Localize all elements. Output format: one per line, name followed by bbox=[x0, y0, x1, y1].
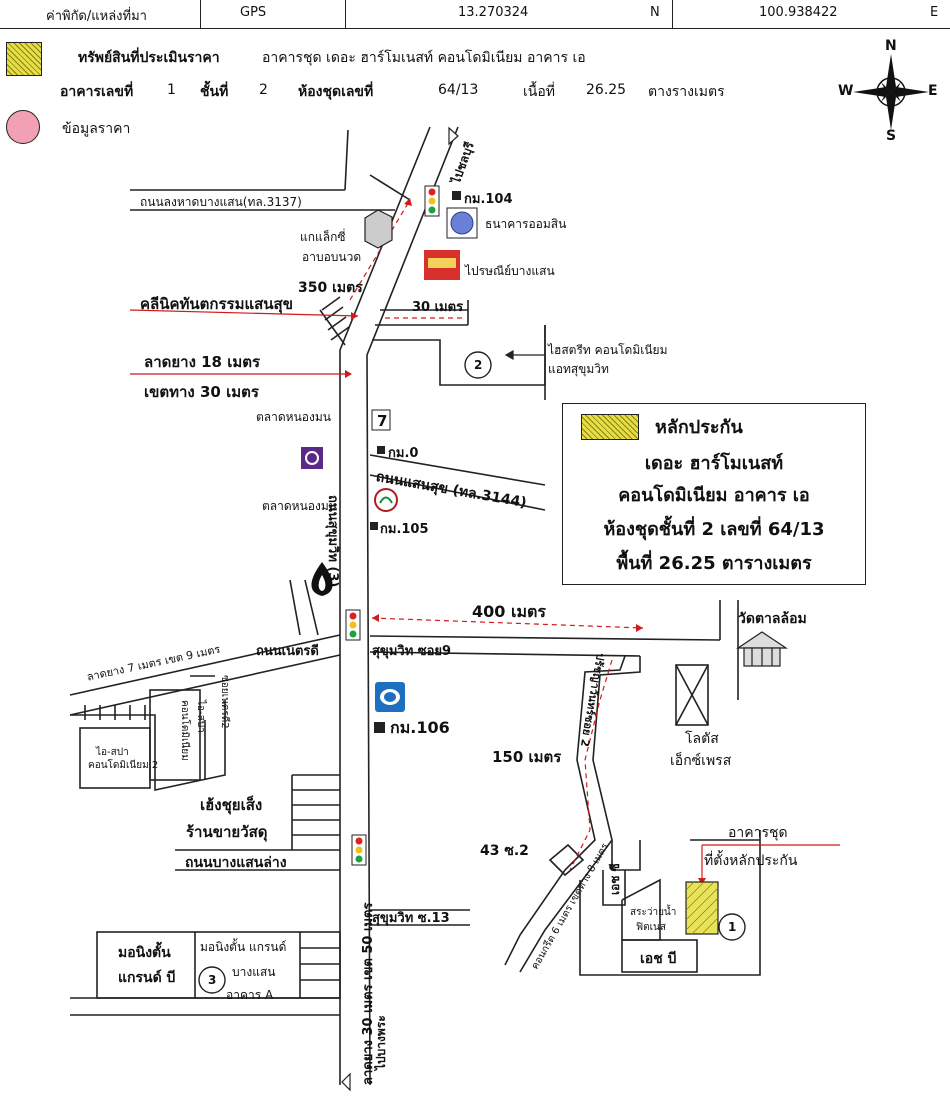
landmark-label: อาคาร A bbox=[226, 988, 274, 1002]
distance-label: 350 เมตร bbox=[298, 280, 363, 296]
legend-line: ห้องชุดชั้นที่ 2 เลขที่ 64/13 bbox=[603, 519, 825, 540]
compass-s: S bbox=[886, 128, 897, 144]
road-label: สุขุมวิท ซ.13 bbox=[372, 911, 450, 926]
building-icon bbox=[364, 209, 393, 249]
km-post-label: กม.0 bbox=[388, 446, 419, 461]
landmark-label: อาคารชุด bbox=[728, 825, 788, 841]
area-value: 26.25 bbox=[586, 82, 627, 98]
landmark-label: สระว่ายน้ำ bbox=[630, 907, 677, 918]
unit-value: 64/13 bbox=[438, 82, 479, 98]
landmark-label: ฟิตเนส bbox=[636, 922, 666, 933]
scb-bank-icon bbox=[301, 447, 323, 469]
building-value: 1 bbox=[167, 82, 176, 98]
landmark-label: ตลาดหนองมน bbox=[262, 499, 337, 513]
landmark-label: คลีนิคทันตกรรมแสนสุข bbox=[140, 295, 293, 313]
km-post-label: กม.105 bbox=[380, 522, 429, 537]
landmark-label: ที่ตั้งหลักประกัน bbox=[704, 853, 798, 869]
collateral-building bbox=[685, 881, 719, 935]
longitude-value: 100.938422 bbox=[759, 5, 838, 20]
latitude-dir: N bbox=[650, 5, 660, 20]
collateral-swatch bbox=[581, 414, 639, 440]
road-label: ถนนเนตรดี bbox=[256, 644, 319, 659]
coord-source: GPS bbox=[240, 5, 267, 20]
landmark-label: บางแสน bbox=[232, 965, 276, 979]
collateral-legend: หลักประกัน เดอะ ฮาร์โมเนสท์ คอนโดมิเนียม… bbox=[562, 403, 866, 585]
price-data-label: ข้อมูลราคา bbox=[62, 121, 131, 137]
svg-text:7: 7 bbox=[377, 412, 387, 430]
traffic-light-icon bbox=[345, 185, 440, 866]
latitude-value: 13.270324 bbox=[458, 5, 529, 20]
distance-label: 150 เมตร bbox=[492, 748, 562, 766]
area-label: เนื้อที่ bbox=[523, 84, 555, 100]
unit-label: ห้องชุดเลขที่ bbox=[298, 84, 374, 100]
building-label: เอช ซี bbox=[608, 863, 622, 895]
bank-icon bbox=[446, 207, 478, 239]
divider bbox=[345, 0, 346, 28]
coord-label: ค่าพิกัด/แหล่งที่มา bbox=[46, 9, 147, 24]
km-post-label: กม.104 bbox=[464, 192, 513, 207]
temple-icon bbox=[736, 631, 788, 667]
marker-1: 1 bbox=[728, 920, 737, 934]
legend-line: พื้นที่ 26.25 ตารางเมตร bbox=[616, 553, 812, 574]
compass-e: E bbox=[928, 83, 938, 99]
landmark-label: แอทสุขุมวิท bbox=[548, 362, 609, 376]
road-spec-label: ลาดยาง 18 เมตร bbox=[144, 353, 261, 371]
landmark-label: ตลาดหนองมน bbox=[256, 410, 331, 424]
legend-line: เดอะ ฮาร์โมเนสท์ bbox=[644, 453, 784, 474]
km-post-label: กม.106 bbox=[390, 718, 450, 737]
divider bbox=[672, 0, 673, 28]
floor-label: ชั้นที่ bbox=[200, 84, 229, 100]
landmark-label: ไฮสตรีท คอนโดมิเนียม bbox=[548, 343, 668, 357]
landmark-label: เอ็กซ์เพรส bbox=[670, 753, 732, 769]
landmark-label: คอนโดมิเนียม 2 bbox=[88, 760, 159, 771]
landmark-label: ร้านขายวัสดุ bbox=[186, 823, 268, 841]
longitude-dir: E bbox=[930, 5, 939, 20]
distance-label: 30 เมตร bbox=[412, 300, 464, 315]
road-spec-label: เขตทาง 30 เมตร bbox=[144, 383, 259, 401]
property-name: อาคารชุด เดอะ ฮาร์โมเนสท์ คอนโดมิเนียม อ… bbox=[262, 50, 586, 66]
landmark-label: คอนโดมิเนียม bbox=[179, 700, 190, 761]
landmark-label: แกแล็กซี่ bbox=[300, 230, 346, 244]
compass-w: W bbox=[838, 83, 854, 99]
seven-eleven-icon: 7 bbox=[371, 409, 391, 431]
landmark-label: มอนิงตั้น bbox=[118, 945, 171, 961]
bangchak-icon bbox=[375, 682, 405, 712]
landmark-label: อาบอบนวด bbox=[302, 250, 362, 264]
marker-2: 2 bbox=[474, 358, 483, 372]
soi-label: 43 ซ.2 bbox=[480, 843, 529, 859]
direction-label: ไปบางพระ bbox=[374, 1015, 388, 1070]
landmark-label: แกรนด์ บี bbox=[118, 970, 176, 986]
area-unit: ตางรางเมตร bbox=[648, 84, 725, 100]
marker-3: 3 bbox=[208, 973, 217, 987]
landmark-label: เฮ้งชุยเส็ง bbox=[200, 796, 263, 814]
collateral-swatch bbox=[6, 42, 42, 76]
landmark-label: วัดตาลล้อม bbox=[738, 611, 807, 627]
legend-line: คอนโดมิเนียม อาคาร เอ bbox=[618, 485, 810, 506]
road-label: สุขุมวิท ซอย9 bbox=[372, 644, 452, 659]
property-label: ทรัพย์สินที่ประเมินราคา bbox=[78, 50, 220, 66]
gas-station-icon bbox=[311, 562, 333, 596]
post-office-icon bbox=[424, 250, 460, 280]
landmark-label: ไอ-สปา bbox=[96, 747, 129, 758]
distance-label: 400 เมตร bbox=[472, 602, 546, 621]
landmark-label: โลตัส bbox=[685, 731, 719, 747]
landmark-label: ไปรษณีย์บางแสน bbox=[465, 264, 555, 278]
road-label: ถนนบางแสนล่าง bbox=[185, 855, 287, 871]
road-label: ซอยเนตรดี2 bbox=[219, 675, 230, 729]
divider bbox=[200, 0, 201, 28]
legend-title: หลักประกัน bbox=[655, 417, 743, 438]
landmark-label: มอนิงตั้น แกรนด์ bbox=[200, 940, 287, 954]
coordinate-header: ค่าพิกัด/แหล่งที่มา GPS 13.270324 N 100.… bbox=[0, 0, 950, 29]
building-label: เอช บี bbox=[640, 951, 677, 967]
price-data-pin bbox=[6, 110, 40, 144]
landmark-label: ไอ-สปา bbox=[195, 700, 206, 733]
kbank-icon bbox=[374, 488, 398, 512]
road-label: ถนนลงหาดบางแสน(ทล.3137) bbox=[140, 195, 302, 209]
building-label: อาคารเลขที่ bbox=[60, 84, 134, 100]
compass-n: N bbox=[885, 38, 897, 54]
landmark-label: ธนาคารออมสิน bbox=[485, 217, 567, 231]
floor-value: 2 bbox=[259, 82, 268, 98]
sukhumvit-road-left-edge bbox=[339, 126, 431, 1085]
